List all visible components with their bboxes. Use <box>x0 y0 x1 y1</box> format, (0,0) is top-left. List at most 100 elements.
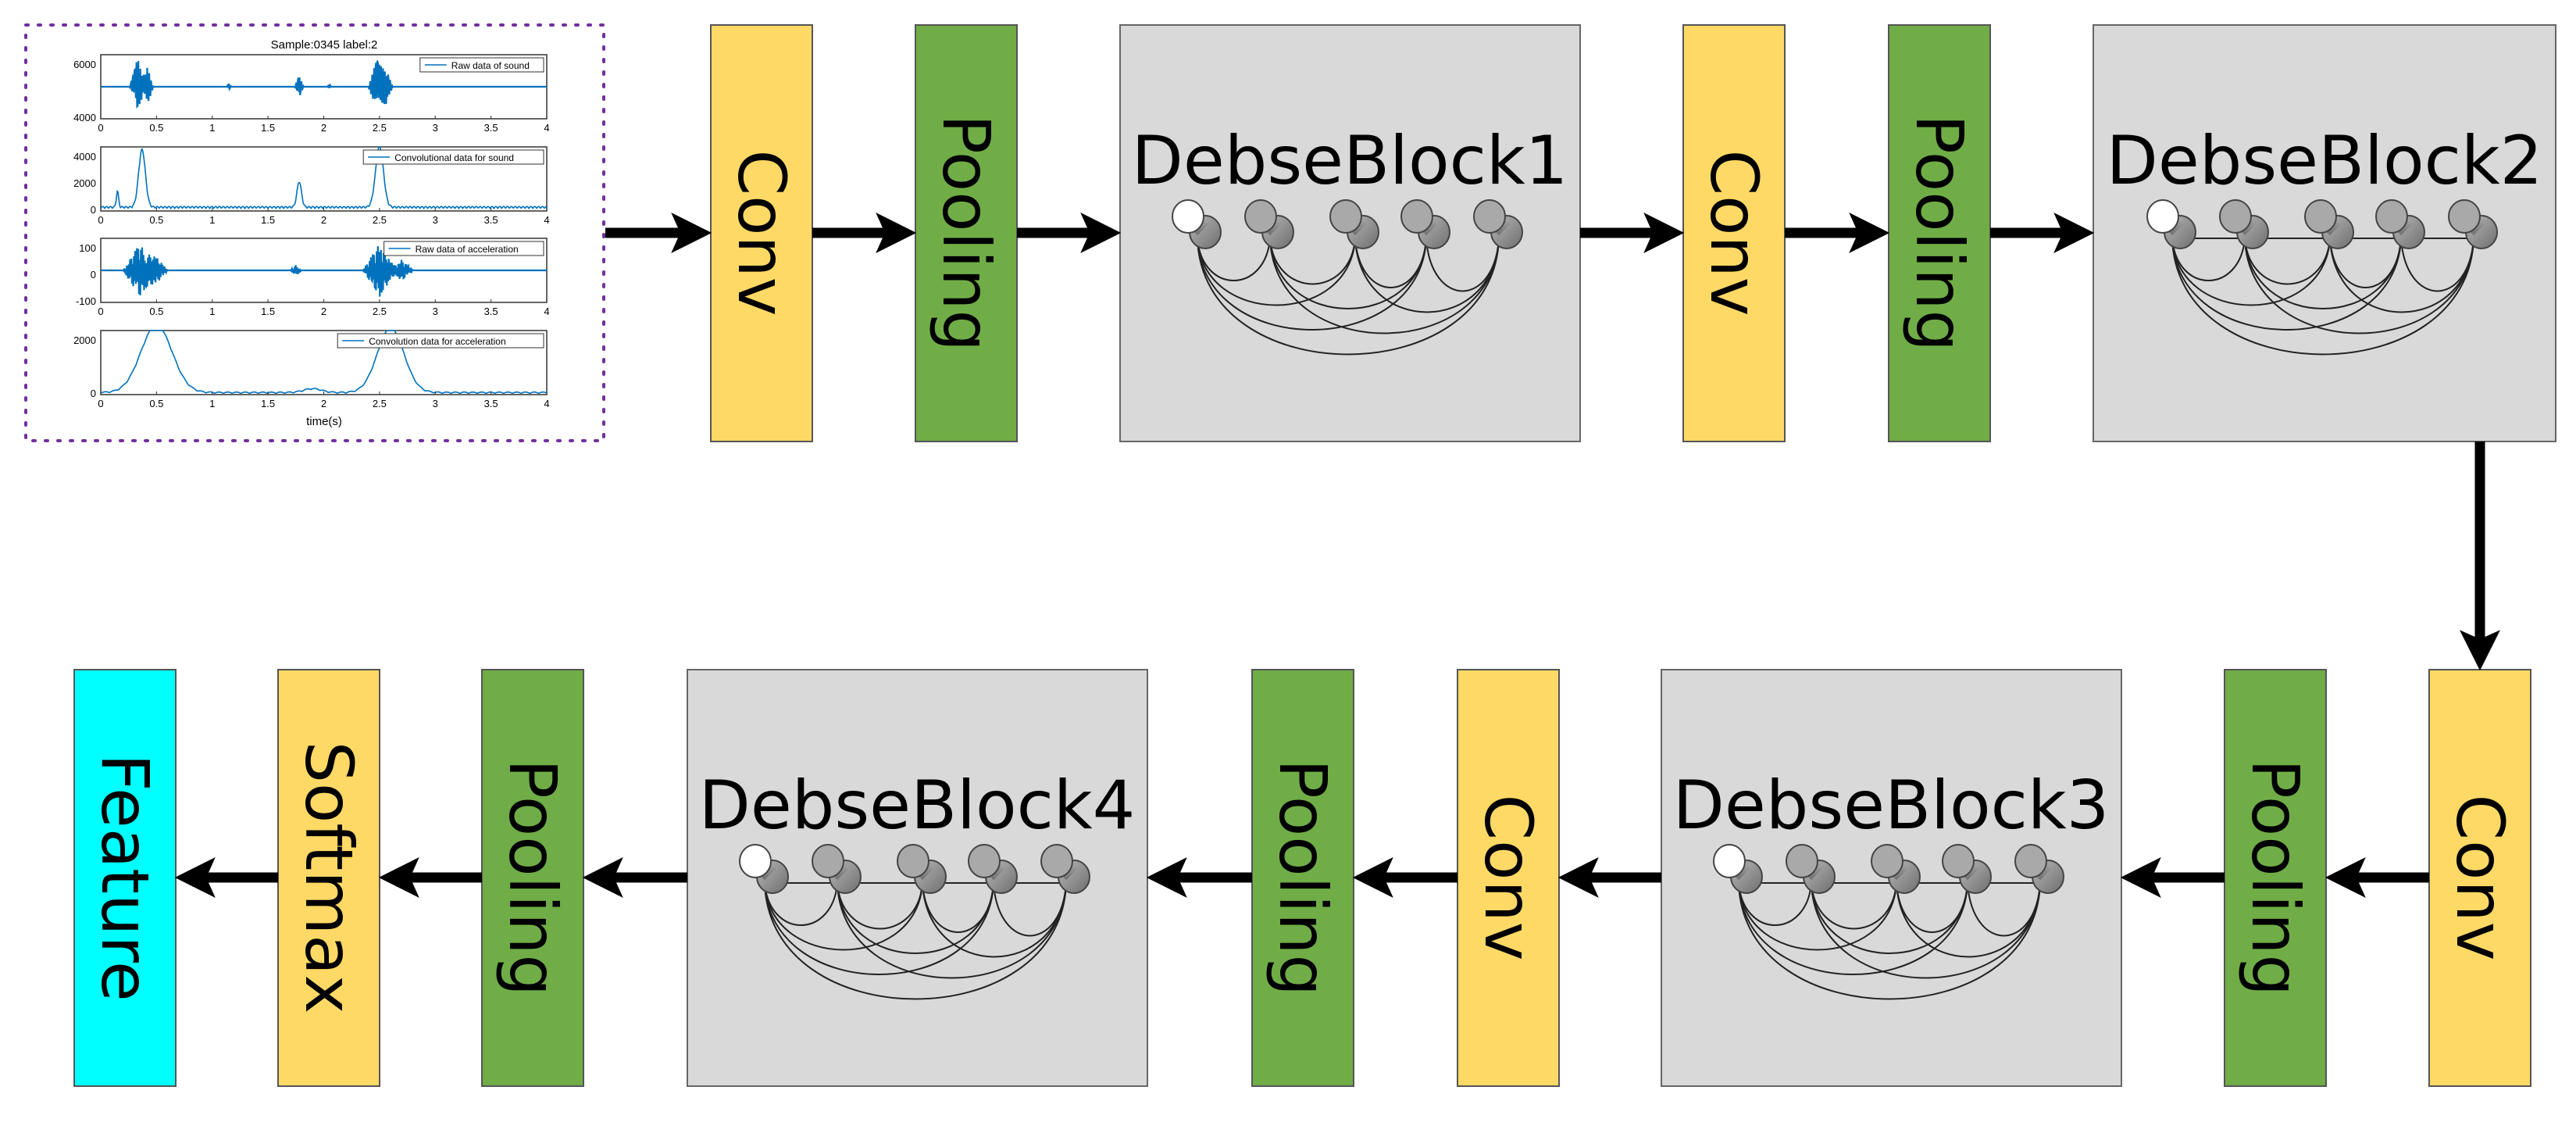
dense-node <box>2146 199 2196 249</box>
flow-arrows <box>174 213 2500 898</box>
pooling-layer-2: Pooling <box>1888 24 1991 442</box>
x-tick-label: 0.5 <box>149 122 163 134</box>
x-tick-label: 3.5 <box>484 306 498 317</box>
conv-label: Conv <box>723 150 800 316</box>
x-tick-label: 2.5 <box>373 306 387 317</box>
dense-node <box>897 844 947 894</box>
connection-curve <box>1354 238 1427 288</box>
dense-node <box>2375 199 2425 249</box>
softmax-box <box>277 669 380 1087</box>
conv-label: Conv <box>1696 150 1772 316</box>
y-tick-label: 100 <box>79 242 96 254</box>
dense-connections <box>2146 199 2498 356</box>
x-tick-label: 4 <box>544 398 549 409</box>
dense-node <box>812 844 862 894</box>
x-tick-label: 1.5 <box>261 122 275 134</box>
connection-curve <box>764 882 923 951</box>
y-tick-label: 4000 <box>73 151 96 163</box>
conv-label: Conv <box>2442 795 2518 961</box>
connection-curve <box>1197 238 1500 356</box>
conv-layer-2: Conv <box>1682 24 1786 442</box>
x-tick-label: 3 <box>433 306 438 317</box>
connection-curve <box>764 882 1067 1000</box>
dense-node <box>1244 199 1294 249</box>
x-tick-label: 0 <box>98 306 103 317</box>
dense-block-title: DebseBlock4 <box>699 767 1136 845</box>
x-tick-label: 1.5 <box>261 214 275 226</box>
pooling-label: Pooling <box>2237 759 2314 996</box>
dense-node <box>1040 844 1090 894</box>
x-tick-label: 3 <box>433 122 438 134</box>
dense-block-1: DebseBlock1 <box>1119 24 1581 442</box>
plot-legend: Convolutional data for sound <box>362 149 544 165</box>
pooling-layer-4: Pooling <box>1251 669 1354 1087</box>
x-tick-label: 1 <box>209 214 215 226</box>
x-tick-label: 0.5 <box>149 306 163 317</box>
plot-line <box>101 60 547 109</box>
dense-connections <box>1713 844 2064 1000</box>
x-tick-label: 2 <box>321 398 326 409</box>
x-tick-label: 2 <box>321 122 326 134</box>
conv-label: Conv <box>1470 795 1547 961</box>
y-tick-label: 2000 <box>73 334 96 346</box>
connection-curve <box>1269 238 1500 334</box>
plot-legend: Raw data of sound <box>419 57 544 73</box>
y-tick-label: 6000 <box>73 59 96 70</box>
feature-output: Feature <box>73 669 177 1087</box>
x-tick-label: 0 <box>98 122 103 134</box>
pooling-label: Pooling <box>494 759 571 996</box>
conv-box <box>2428 669 2531 1087</box>
conv-box <box>710 24 813 442</box>
x-tick-label: 0 <box>98 398 103 409</box>
pooling-box <box>1888 24 1991 442</box>
connection-curves <box>1197 238 1500 356</box>
connection-curve <box>1738 882 2041 1000</box>
connection-curve <box>1197 238 1356 306</box>
y-tick-label: 2000 <box>73 177 96 189</box>
conv-layer-4: Conv <box>1457 669 1560 1087</box>
plot-title: Sample:0345 label:2 <box>271 38 378 52</box>
dense-block-4: DebseBlock4 <box>687 669 1148 1087</box>
pooling-layer-3: Pooling <box>2224 669 2327 1087</box>
legend-label: Raw data of acceleration <box>416 244 519 255</box>
x-tick-label: 4 <box>544 306 549 317</box>
conv-layer-1: Conv <box>710 24 813 442</box>
connection-curve <box>1738 882 1812 926</box>
x-tick-label: 1.5 <box>261 306 275 317</box>
plot-legend: Convolution data for acceleration <box>337 333 544 349</box>
connection-curve <box>922 882 994 933</box>
connection-curve <box>2400 238 2474 292</box>
connection-curve <box>1967 882 2041 937</box>
conv-box <box>1457 669 1560 1087</box>
x-tick-label: 1.5 <box>261 398 275 409</box>
plot-line <box>101 246 547 297</box>
connection-curve <box>2244 238 2331 285</box>
connection-curve <box>837 882 923 930</box>
x-tick-label: 2 <box>321 306 326 317</box>
connection-curve <box>2329 238 2402 288</box>
pooling-label: Pooling <box>928 114 1004 352</box>
pooling-label: Pooling <box>1901 114 1978 352</box>
feature-box <box>73 669 177 1087</box>
connection-curve <box>1425 238 1500 292</box>
x-tick-label: 0.5 <box>149 214 163 226</box>
x-tick-label: 4 <box>544 122 549 134</box>
dense-node <box>2219 199 2269 249</box>
dense-connections <box>1172 199 1523 356</box>
connection-curve <box>2171 238 2331 306</box>
dense-node <box>1473 199 1523 249</box>
x-tick-label: 3.5 <box>484 122 498 134</box>
dense-node <box>1329 199 1379 249</box>
pooling-box <box>915 24 1018 442</box>
y-tick-label: 0 <box>91 269 96 281</box>
connection-curve <box>1896 882 1968 933</box>
dense-node <box>1172 199 1222 249</box>
x-tick-label: 4 <box>544 214 549 226</box>
connection-curve <box>2171 238 2474 356</box>
plot-xlabel: time(s) <box>306 415 342 428</box>
